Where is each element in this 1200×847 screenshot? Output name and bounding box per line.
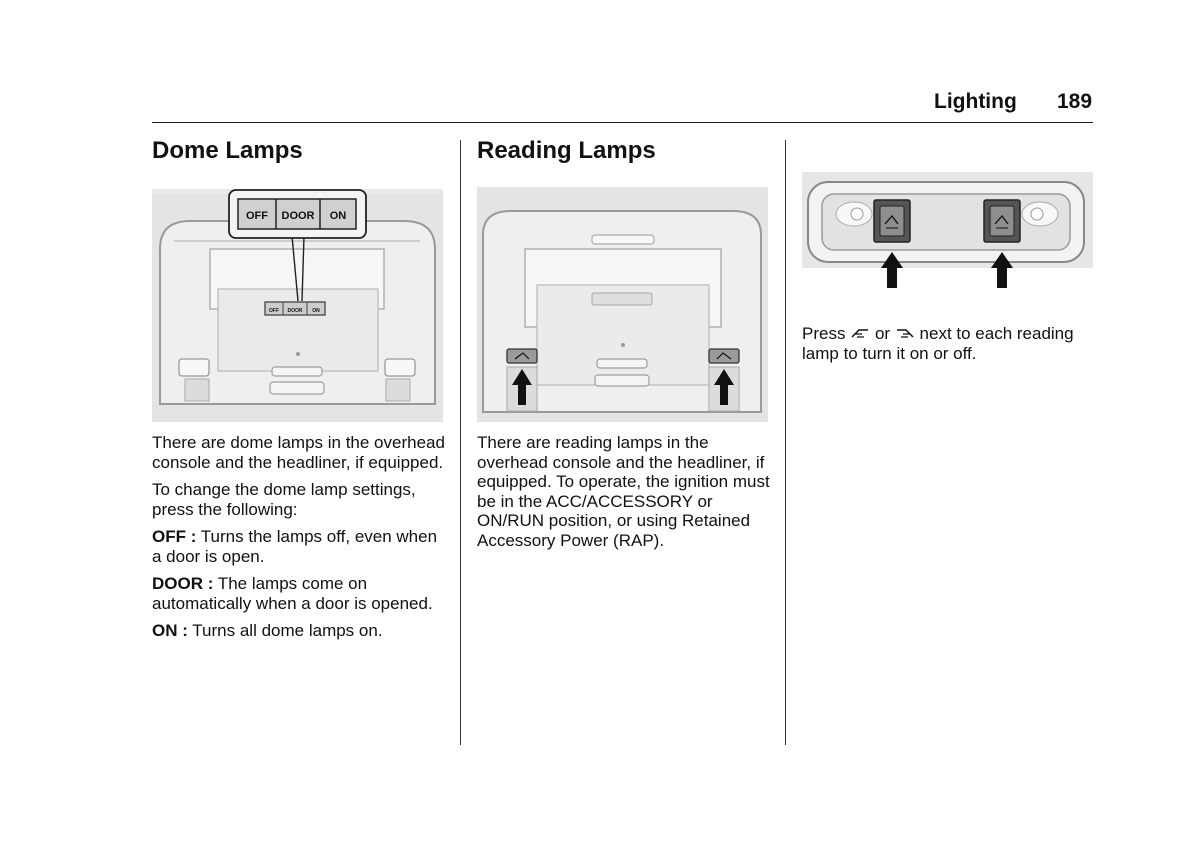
mini-button-off: OFF: [269, 308, 279, 314]
page-number: 189: [1057, 90, 1093, 113]
mini-button-on: ON: [312, 308, 320, 314]
dome-item-off: OFF : Turns the lamps off, even when a d…: [152, 527, 447, 566]
reading-body-paragraph: There are reading lamps in the overhead …: [477, 433, 770, 550]
press-word: Press: [802, 324, 846, 343]
dome-lamps-section: Dome Lamps: [152, 136, 447, 166]
dome-console-illustration: OFF DOOR ON OFF DOOR ON: [152, 189, 443, 422]
or-word: or: [874, 324, 891, 343]
callout-button-door: DOOR: [282, 210, 315, 222]
reading-lamp-right-icon: [896, 329, 914, 338]
reading-lamp-left-icon: [851, 329, 869, 338]
dome-item-on-desc: Turns all dome lamps on.: [187, 621, 383, 640]
dome-intro-paragraph: There are dome lamps in the overhead con…: [152, 433, 445, 472]
dome-item-off-term: OFF :: [152, 527, 197, 546]
dome-lamps-body: There are dome lamps in the overhead con…: [152, 433, 447, 649]
reading-lamps-body: There are reading lamps in the overhead …: [477, 433, 772, 558]
dome-item-off-desc: Turns the lamps off, even when a door is…: [152, 527, 438, 566]
dome-item-on: ON : Turns all dome lamps on.: [152, 621, 447, 641]
reading-console-illustration: [477, 187, 768, 422]
dome-item-on-term: ON :: [152, 621, 188, 640]
reading-instruction-block: Press or next to each reading lamp to tu…: [802, 324, 1097, 371]
dome-lamp-console-figure: OFF DOOR ON OFF DOOR ON: [152, 189, 443, 422]
column-divider-2: [785, 140, 786, 745]
header-rule: [152, 122, 1093, 123]
dome-item-door-desc: The lamps come on automatically when a d…: [152, 574, 433, 613]
dome-lamps-heading: Dome Lamps: [152, 137, 303, 164]
callout-button-on: ON: [330, 210, 347, 222]
reading-lamps-section: Reading Lamps: [477, 136, 772, 166]
column-divider-1: [460, 140, 461, 745]
press-tail: next to each reading lamp to turn it on …: [802, 324, 1074, 363]
callout-button-off: OFF: [246, 210, 268, 222]
dome-item-door-term: DOOR :: [152, 574, 214, 593]
dome-instruction-paragraph: To change the dome lamp settings, press …: [152, 480, 416, 519]
mini-button-door: DOOR: [288, 308, 303, 314]
reading-lamp-switch-figure: [802, 172, 1093, 296]
reading-lamps-heading: Reading Lamps: [477, 137, 656, 164]
dome-item-door: DOOR : The lamps come on automatically w…: [152, 574, 447, 613]
reading-switch-illustration: [802, 172, 1093, 296]
reading-instruction-paragraph: Press or next to each reading lamp to tu…: [802, 324, 1097, 363]
reading-lamp-console-figure: [477, 187, 768, 422]
section-title: Lighting: [934, 90, 1017, 113]
